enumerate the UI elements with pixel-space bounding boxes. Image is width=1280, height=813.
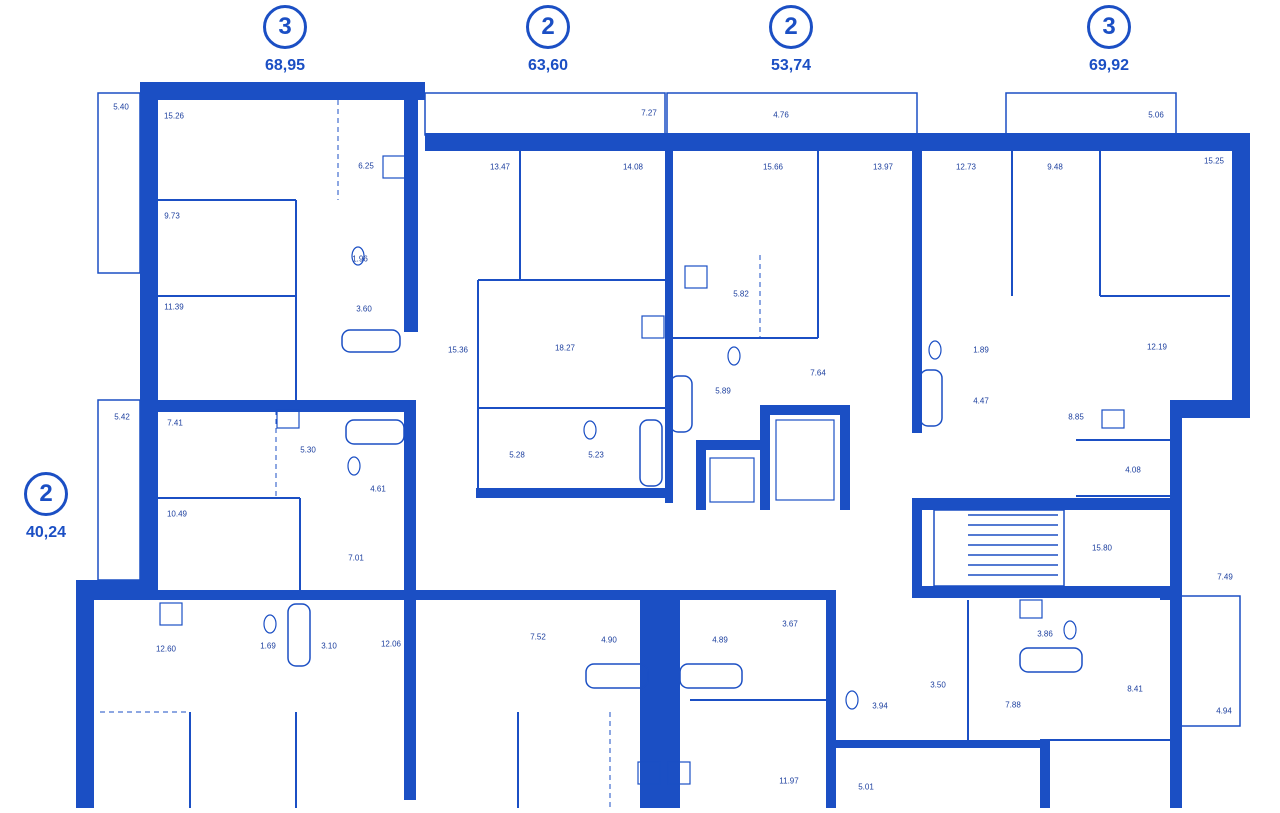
room-area-label: 15.25 — [1203, 156, 1225, 166]
room-area-label: 12.60 — [155, 644, 177, 654]
bathtubs — [287, 329, 1083, 689]
room-area-label: 7.41 — [167, 418, 183, 428]
room-area-label: 7.64 — [810, 368, 826, 378]
room-area-label: 13.97 — [872, 162, 894, 172]
room-area-label: 3.60 — [356, 304, 372, 314]
room-area-label: 11.97 — [779, 776, 799, 786]
apartment-rooms-badge: 2 — [24, 472, 68, 516]
room-area-label: 6.25 — [358, 161, 374, 171]
room-area-label: 1.69 — [260, 641, 276, 651]
room-area-label: 14.08 — [622, 162, 644, 172]
room-area-label: 5.28 — [509, 450, 525, 460]
room-area-label: 15.36 — [447, 345, 469, 355]
room-area-label: 13.47 — [489, 162, 511, 172]
room-area-label: 9.48 — [1047, 162, 1063, 172]
exterior-walls — [76, 82, 1250, 808]
room-area-label: 4.08 — [1125, 465, 1141, 475]
room-area-label: 4.47 — [973, 396, 989, 406]
room-area-label: 8.41 — [1127, 684, 1143, 694]
room-area-label: 7.27 — [641, 108, 657, 118]
room-area-label: 4.89 — [712, 635, 728, 645]
room-area-label: 4.94 — [1216, 706, 1232, 716]
room-area-label: 15.26 — [163, 111, 185, 121]
room-area-label: 3.10 — [321, 641, 337, 651]
room-area-label: 8.85 — [1068, 412, 1084, 422]
room-area-label: 1.96 — [352, 254, 368, 264]
zone-dividers — [100, 100, 1230, 808]
room-area-label: 7.01 — [348, 553, 364, 563]
apartment-rooms-badge: 2 — [769, 5, 813, 49]
apartment-rooms-badge: 2 — [526, 5, 570, 49]
room-area-label: 15.66 — [762, 162, 784, 172]
room-area-label: 3.50 — [930, 680, 946, 690]
room-area-label: 12.19 — [1146, 342, 1168, 352]
apartment-area: 63,60 — [527, 57, 569, 74]
room-area-label: 5.89 — [715, 386, 731, 396]
room-area-label: 9.73 — [164, 211, 180, 221]
apartment-rooms-badge: 3 — [263, 5, 307, 49]
room-area-label: 10.49 — [166, 509, 188, 519]
room-area-label: 4.61 — [370, 484, 386, 494]
apartment-area: 40,24 — [25, 524, 67, 541]
room-area-label: 5.30 — [300, 445, 316, 455]
apartment-area: 69,92 — [1088, 57, 1130, 74]
room-area-label: 5.82 — [733, 289, 749, 299]
room-area-label: 5.06 — [1148, 110, 1164, 120]
room-area-label: 12.06 — [380, 639, 402, 649]
room-area-label: 4.76 — [773, 110, 789, 120]
room-area-label: 7.88 — [1005, 700, 1021, 710]
staircase — [933, 509, 1065, 587]
room-area-label: 3.94 — [872, 701, 888, 711]
room-area-label: 5.01 — [858, 782, 874, 792]
room-area-label: 11.39 — [164, 302, 184, 312]
room-area-label: 3.86 — [1037, 629, 1053, 639]
room-area-label: 4.90 — [601, 635, 617, 645]
room-area-label: 3.67 — [782, 619, 798, 629]
room-area-label: 1.89 — [973, 345, 989, 355]
room-area-label: 5.23 — [588, 450, 604, 460]
elevator-cabins — [709, 419, 835, 503]
apartment-area: 53,74 — [770, 57, 812, 74]
room-area-label: 7.52 — [530, 632, 546, 642]
room-area-label: 5.42 — [114, 412, 130, 422]
room-area-label: 12.73 — [955, 162, 977, 172]
apartment-rooms-badge: 3 — [1087, 5, 1131, 49]
stoves — [159, 155, 1125, 785]
interior-walls — [158, 150, 1230, 808]
toilets — [263, 246, 1077, 710]
room-area-label: 5.40 — [113, 102, 129, 112]
room-area-label: 15.80 — [1091, 543, 1113, 553]
apartment-area: 68,95 — [264, 57, 306, 74]
room-area-label: 18.27 — [554, 343, 576, 353]
room-area-label: 7.49 — [1217, 572, 1233, 582]
